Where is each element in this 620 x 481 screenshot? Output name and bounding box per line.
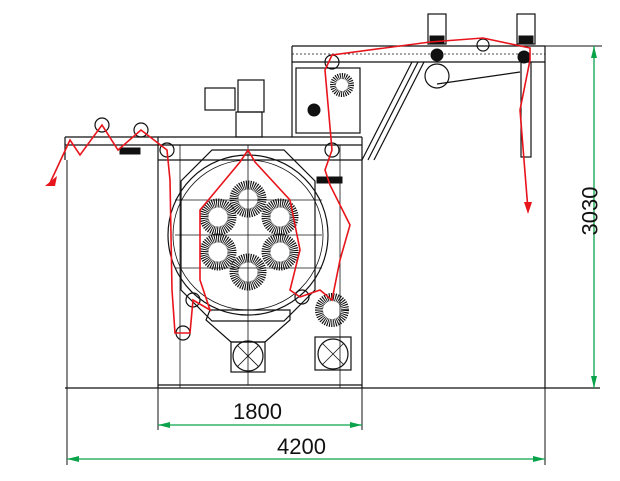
dimension-lines: [66, 45, 602, 465]
dimension-total-width: 4200: [277, 434, 326, 459]
fabric-in-arrow: [45, 176, 57, 186]
fabric-out-arrow: [524, 202, 532, 214]
fabric-path: [49, 37, 531, 334]
dimension-height: 3030: [577, 186, 603, 236]
motors: [204, 13, 536, 138]
dimension-inner-width: 1800: [233, 399, 282, 424]
guide-rollers: [94, 38, 531, 341]
drum-unit: [167, 73, 354, 385]
